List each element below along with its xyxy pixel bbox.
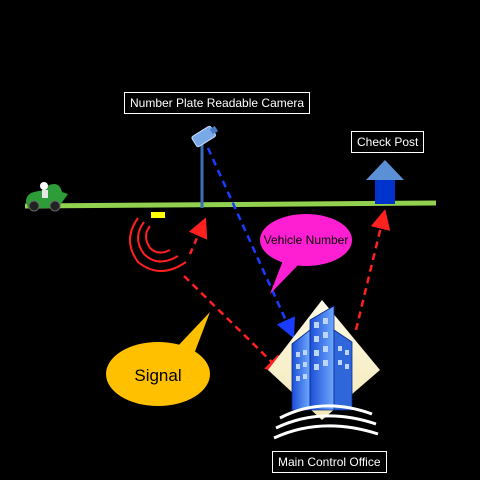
signal-label: Signal [134,366,181,385]
sensor-to-camera-arrow [188,217,208,255]
vehicle-number-bubble: Vehicle Number [260,214,352,294]
camera-to-office-arrow [206,147,295,339]
vehicle-number-label: Vehicle Number [264,233,349,247]
check-post-label: Check Post [351,131,425,153]
sensor-to-office-arrow [183,275,286,376]
signal-bubble: Signal [106,312,210,406]
road-line [24,200,437,209]
signal-waves-icon [129,217,187,272]
check-post-icon [366,160,404,204]
office-to-checkpost-arrow [354,209,391,331]
main-control-office-label: Main Control Office [272,451,387,473]
camera-label: Number Plate Readable Camera [124,92,311,114]
road-sensor-icon [151,212,165,218]
main-control-office-icon [268,300,380,440]
camera-icon [191,125,219,208]
car-icon [26,182,68,212]
